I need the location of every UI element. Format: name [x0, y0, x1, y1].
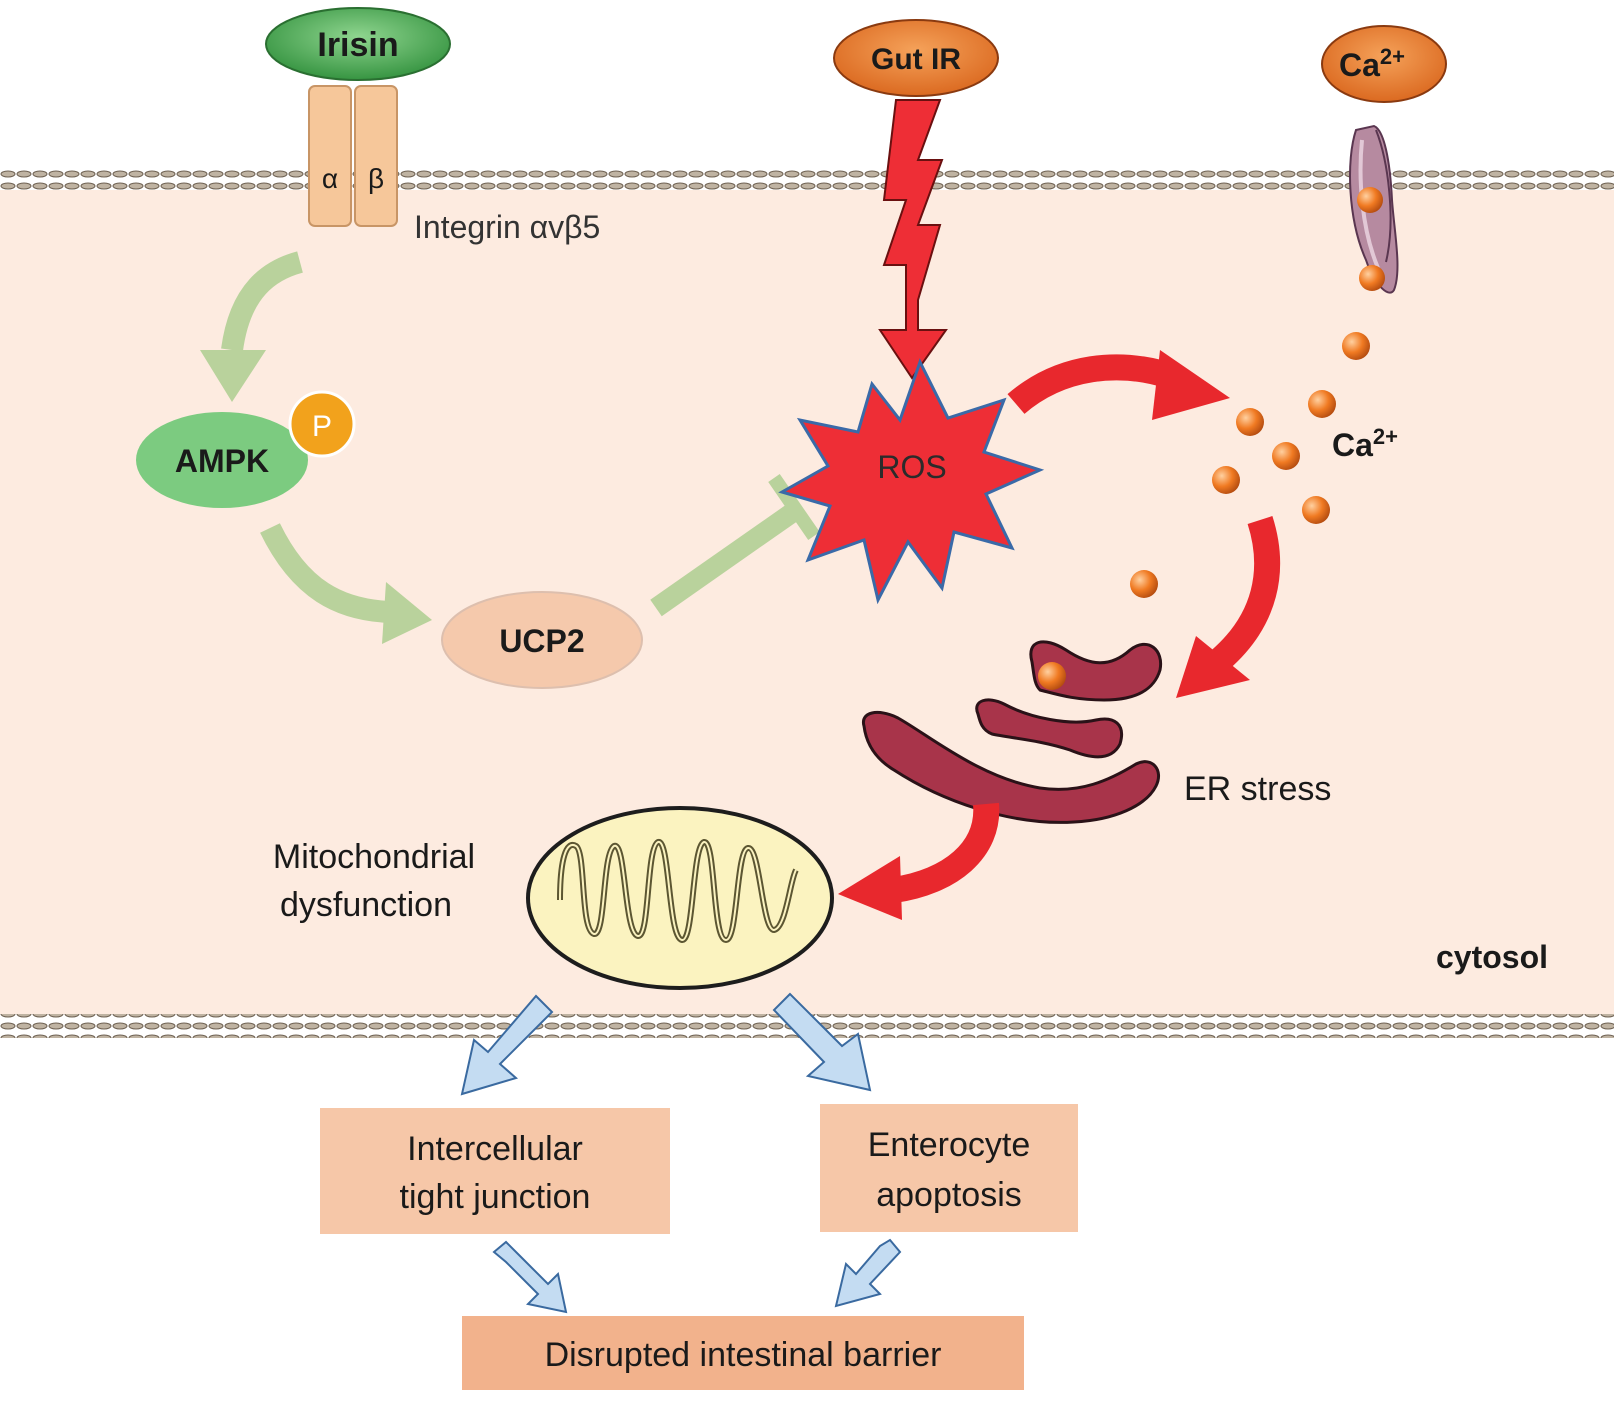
ca-inside-base: Ca [1332, 427, 1373, 463]
ca-inside-label: Ca2+ [1332, 424, 1398, 463]
mitochondrion [526, 806, 834, 990]
endoplasmic-reticulum [862, 640, 1163, 824]
integrin-alpha-label: α [322, 163, 338, 194]
ca-outside-node [1321, 25, 1447, 103]
integrin-alpha-subunit [308, 85, 352, 227]
ros-starburst [778, 358, 1045, 605]
apoptosis-line1: Enterocyte [868, 1126, 1031, 1164]
arrow-er-to-mito-head [838, 856, 902, 920]
ca-outside-base: Ca [1339, 47, 1380, 83]
ucp2-label: UCP2 [499, 623, 584, 659]
arrow-ca-to-er [1211, 516, 1281, 670]
irisin-label: Irisin [317, 26, 398, 64]
integrin-receptor: α β [308, 85, 398, 227]
tight-junction-box [320, 1108, 670, 1234]
arrow-ca-to-er-head [1176, 636, 1250, 698]
ca-ion [1357, 187, 1383, 213]
ca-ion [1302, 496, 1330, 524]
mito-label-line2: dysfunction [280, 886, 452, 924]
integrin-beta-subunit [354, 85, 398, 227]
cytosol-label: cytosol [1436, 939, 1548, 975]
arrow-ros-to-ca-head [1152, 350, 1230, 420]
tight-junction-line1: Intercellular [407, 1130, 583, 1168]
arrow-integrin-to-ampk [221, 251, 304, 352]
ucp2-node [441, 591, 643, 689]
apoptosis-box [820, 1104, 1078, 1232]
ca-ion [1212, 466, 1240, 494]
apoptosis-line2: apoptosis [876, 1176, 1022, 1214]
ampk-label: AMPK [175, 443, 269, 479]
ampk-node [136, 412, 308, 508]
arrow-mito-to-tight-junction [460, 994, 554, 1096]
ca-ion [1130, 570, 1158, 598]
phosphate-label: P [312, 410, 332, 443]
integrin-label: Integrin αvβ5 [414, 209, 600, 245]
phosphate-node [288, 390, 356, 458]
ros-label: ROS [877, 449, 946, 485]
ca-ion [1308, 390, 1336, 418]
arrow-ampk-to-ucp2 [260, 523, 391, 623]
arrow-tight-junction-to-barrier [492, 1240, 568, 1314]
barrier-box [462, 1316, 1024, 1390]
gut-ir-label: Gut IR [871, 43, 961, 76]
irisin-node [265, 7, 451, 81]
ca-inside-sup: 2+ [1373, 424, 1398, 449]
barrier-label: Disrupted intestinal barrier [545, 1336, 942, 1374]
ca-ion [1038, 662, 1066, 690]
er-stress-label: ER stress [1184, 770, 1331, 808]
arrow-ros-to-ca [1007, 354, 1181, 415]
ca-ion [1272, 442, 1300, 470]
tight-junction-line2: tight junction [400, 1178, 591, 1216]
ca-ion [1359, 265, 1385, 291]
ca-ion [1342, 332, 1370, 360]
arrow-er-to-mito [891, 802, 1000, 903]
ca-outside-label: Ca2+ [1339, 44, 1405, 83]
inhibition-ucp2-to-ros [650, 501, 802, 617]
inhibition-bar [768, 474, 820, 540]
gut-ir-lightning-arrow [878, 99, 948, 380]
calcium-ions [1130, 187, 1385, 598]
integrin-beta-label: β [368, 163, 384, 194]
arrow-apoptosis-to-barrier [834, 1238, 902, 1308]
top-membrane [0, 166, 1614, 190]
mito-label-line1: Mitochondrial [273, 838, 475, 876]
arrow-integrin-to-ampk-head [200, 350, 266, 402]
arrow-ampk-to-ucp2-head [382, 582, 432, 644]
ca-ion [1236, 408, 1264, 436]
arrow-mito-to-apoptosis [772, 992, 872, 1092]
gut-ir-node [833, 19, 999, 97]
ca-outside-sup: 2+ [1380, 44, 1405, 69]
